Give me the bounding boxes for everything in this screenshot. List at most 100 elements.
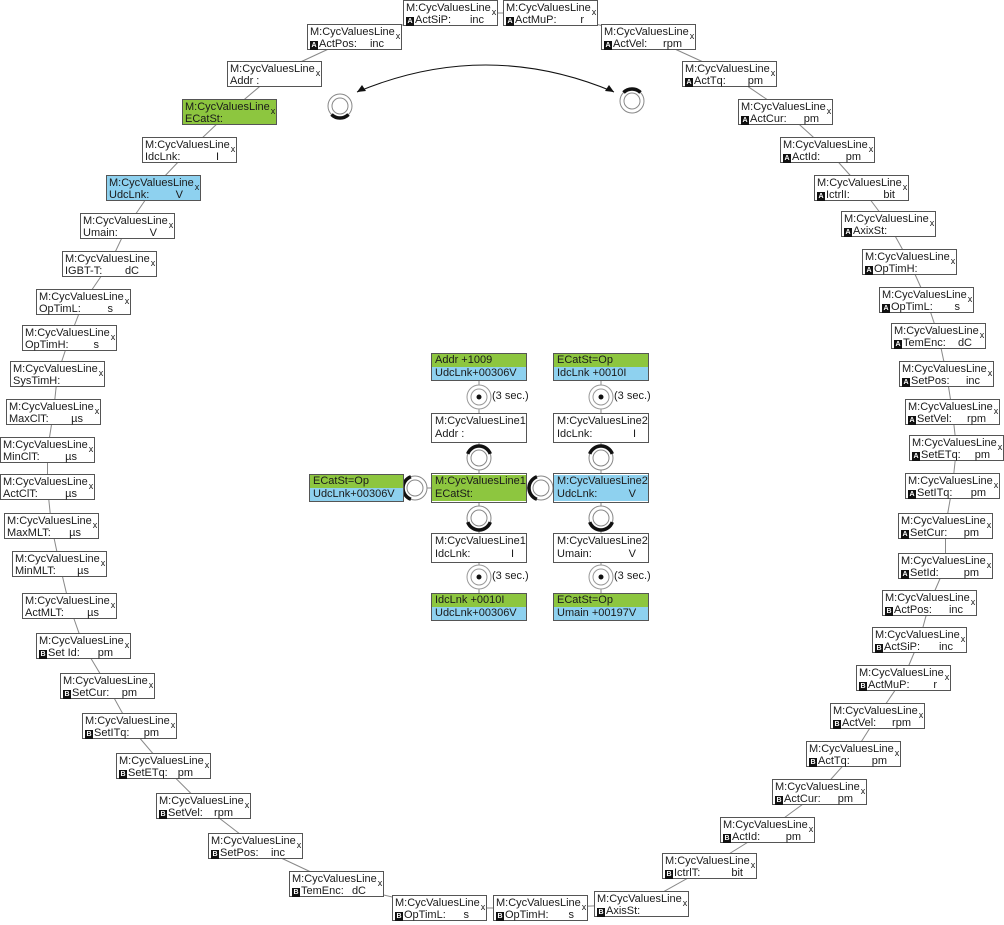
- menu-index-subscript: x: [148, 680, 154, 690]
- display-bottom-right: ECatSt=Op Umain +00197V: [553, 593, 649, 621]
- menu-index-subscript: x: [94, 406, 100, 416]
- menu-label: OpTimH:: [25, 339, 69, 351]
- menu-index-subscript: x: [244, 800, 250, 810]
- press-duration-label: (3 sec.): [614, 570, 651, 582]
- axis-badge-icon: B: [119, 770, 127, 779]
- menu-label: ActSiP:: [884, 641, 921, 653]
- menu-unit: pm: [97, 647, 113, 659]
- axis-badge-icon: A: [506, 17, 514, 26]
- menu-title: M:CycValuesLine1: [435, 535, 526, 547]
- menu-title: M:CycValuesLine2: [557, 535, 648, 547]
- menu-title: M:CycValuesLinex: [604, 26, 695, 41]
- menu-title: M:CycValuesLinex: [159, 795, 250, 810]
- menu-box-line2-idclnk[interactable]: M:CycValuesLine2 IdcLnk:I: [553, 413, 649, 443]
- menu-index-subscript: x: [860, 786, 866, 796]
- menu-title: M:CycValuesLinex: [817, 177, 908, 192]
- axis-badge-icon: A: [844, 228, 852, 237]
- menu-box-line1-addr[interactable]: M:CycValuesLine1 Addr :: [431, 413, 527, 443]
- axis-badge-icon: A: [882, 304, 890, 313]
- axis-badge-icon: A: [901, 530, 909, 539]
- menu-title: M:CycValuesLinex: [865, 251, 956, 266]
- menu-title: M:CycValuesLinex: [3, 439, 94, 454]
- menu-title: M:CycValuesLinex: [85, 715, 176, 730]
- push-button-icon: [588, 384, 614, 410]
- menu-unit: s: [463, 909, 470, 921]
- menu-box-line2-umain[interactable]: M:CycValuesLine2 Umain:V: [553, 533, 649, 563]
- menu-unit: dC: [957, 337, 972, 349]
- menu-box-line1-ecatst[interactable]: M:CycValuesLine1 ECatSt:: [431, 473, 527, 503]
- menu-unit: µs: [65, 488, 77, 500]
- menu-box-line2-udclnk[interactable]: M:CycValuesLine2 UdcLnk:V: [553, 473, 649, 503]
- menu-unit: I: [215, 151, 219, 163]
- menu-index-subscript: x: [150, 258, 156, 268]
- menu-index-subscript: x: [918, 710, 924, 720]
- menu-index-subscript: x: [979, 330, 985, 340]
- menu-label: SetETq:: [921, 449, 961, 461]
- menu-label: SetPos:: [220, 847, 259, 859]
- menu-box-line1-idclnk[interactable]: M:CycValuesLine1 IdcLnk:I: [431, 533, 527, 563]
- menu-title: M:CycValuesLine2: [554, 475, 648, 488]
- menu-title: M:CycValuesLinex: [908, 475, 999, 490]
- menu-index-subscript: x: [750, 860, 756, 870]
- menu-title: M:CycValuesLinex: [741, 101, 832, 116]
- menu-title: M:CycValuesLinex: [9, 401, 100, 416]
- menu-unit: pm: [803, 113, 819, 125]
- menu-title: M:CycValuesLinex: [292, 873, 383, 888]
- display-row: ECatSt=Op: [554, 594, 648, 607]
- menu-index-subscript: x: [987, 368, 993, 378]
- menu-unit: s: [954, 301, 961, 313]
- menu-unit: dC: [351, 885, 366, 897]
